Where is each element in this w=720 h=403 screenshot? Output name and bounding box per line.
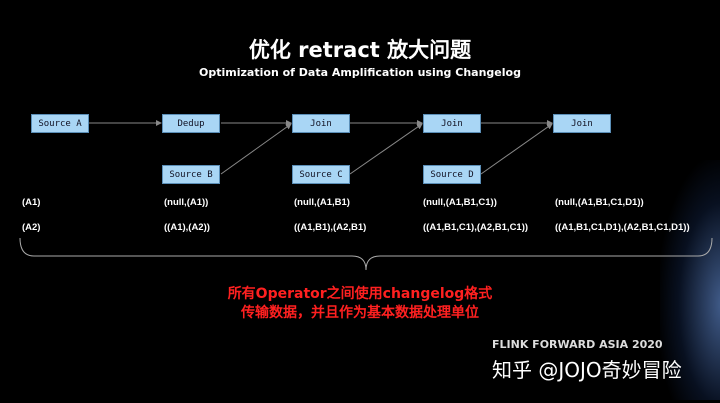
row1-cell: (A1) (22, 197, 41, 208)
node-join-1: Join (292, 114, 350, 133)
node-dedup: Dedup (162, 114, 220, 133)
row1-cell: (null,(A1,B1,C1,D1)) (555, 197, 644, 208)
node-join-3: Join (553, 114, 611, 133)
node-source-a: Source A (31, 114, 89, 133)
row2-cell: ((A1,B1,C1,D1),(A2,B1,C1,D1)) (555, 222, 690, 233)
arrow-sourceb-join1 (220, 123, 292, 175)
node-source-c: Source C (292, 165, 350, 184)
arrow-sourced-join3 (480, 123, 553, 175)
row2-cell: ((A1,B1),(A2,B1) (294, 222, 367, 233)
note-line-1: 所有Operator之间使用changelog格式 (227, 286, 493, 302)
page-title: 优化 retract 放大问题 (248, 38, 472, 62)
arrow-sourcec-join2 (349, 123, 423, 175)
row1-cell: (null,(A1,B1,C1)) (423, 197, 497, 208)
row1-cell: (null,(A1)) (164, 197, 209, 208)
node-source-b: Source B (162, 165, 220, 184)
row2-cell: ((A1,B1,C1),(A2,B1,C1)) (423, 222, 529, 233)
node-source-d: Source D (423, 165, 481, 184)
page-subtitle: Optimization of Data Amplification using… (199, 66, 521, 79)
footer-logo: FLINK FORWARD ASIA 2020 (492, 338, 663, 351)
row2-cell: ((A1),(A2)) (164, 222, 210, 233)
row2-cell: (A2) (22, 222, 41, 233)
note-text: 所有Operator之间使用changelog格式 传输数据，并且作为基本数据处… (0, 285, 720, 323)
background-glow (660, 160, 720, 400)
watermark: 知乎 @JOJO奇妙冒险 (492, 358, 682, 382)
note-line-2: 传输数据，并且作为基本数据处理单位 (241, 305, 479, 321)
node-join-2: Join (423, 114, 481, 133)
row1-cell: (null,(A1,B1) (294, 197, 350, 208)
brace (19, 237, 713, 271)
